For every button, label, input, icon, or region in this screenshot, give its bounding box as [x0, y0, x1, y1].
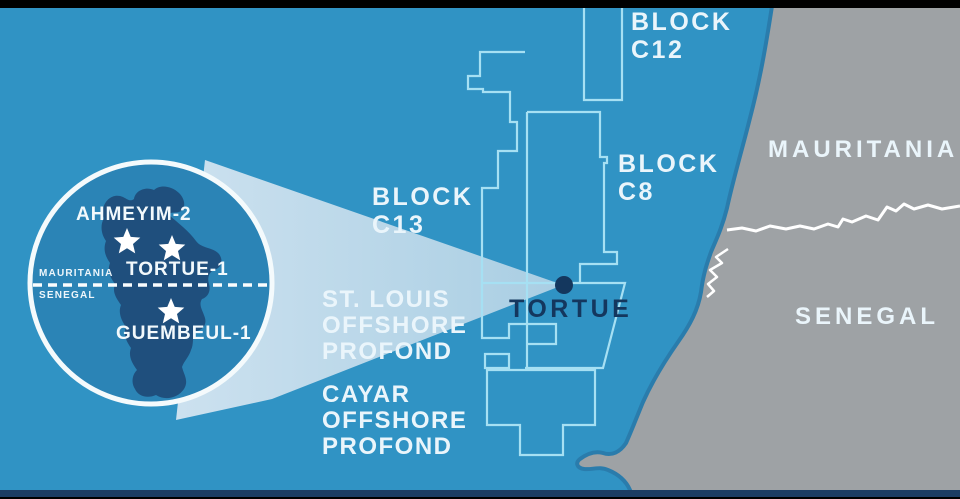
bottom-navy-bar — [0, 490, 960, 497]
tortue-field-label: TORTUE — [509, 295, 633, 323]
river-line — [706, 247, 729, 298]
block-outlines — [466, 5, 627, 457]
zoom-beam — [176, 160, 563, 420]
bottom-letterbox-bar — [0, 497, 960, 499]
well-label-guembeul-1: GUEMBEUL-1 — [116, 323, 252, 344]
country-label-mauritania: MAURITANIA — [768, 136, 959, 163]
tortue-dot-marker — [555, 276, 573, 294]
inset-border-label-senegal: SENEGAL — [39, 290, 96, 301]
block-c13-east-boundary — [466, 50, 558, 346]
inset-border-label-mauritania: MAURITANIA — [39, 268, 114, 279]
well-label-tortue-1: TORTUE-1 — [126, 259, 229, 280]
well-label-ahmeyim-2: AHMEYIM-2 — [76, 204, 192, 225]
country-label-senegal: SENEGAL — [795, 303, 940, 330]
cayar-block-outline — [485, 368, 597, 457]
land-border-line — [726, 202, 960, 233]
coastline-landmass — [575, 4, 960, 499]
st-louis-block-outline — [482, 281, 627, 370]
block-c8-outline — [527, 110, 619, 283]
top-letterbox-bar — [0, 0, 960, 8]
small-block-outline — [483, 352, 511, 370]
block-c12-outline — [582, 5, 624, 102]
